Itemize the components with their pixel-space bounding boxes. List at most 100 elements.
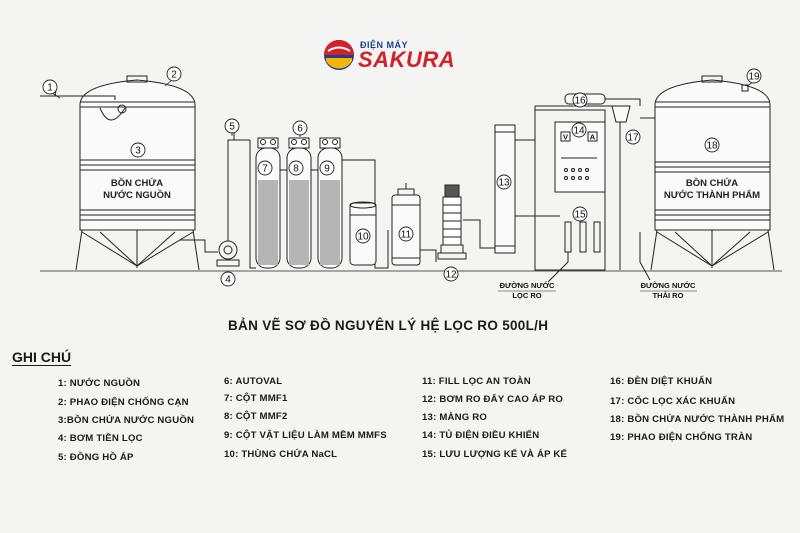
legend-item-7: 7: CỘT MMF1 bbox=[224, 393, 288, 404]
marker-circle bbox=[257, 160, 273, 176]
legend-item-1: 1: NƯỚC NGUỒN bbox=[58, 378, 141, 389]
legend-item-10: 10: THÙNG CHỨA NaCL bbox=[224, 449, 338, 460]
column-mmf2 bbox=[286, 137, 312, 269]
legend-item-12: 12: BƠM RO ĐẨY CAO ÁP RO bbox=[422, 394, 564, 405]
marker-number: 19 bbox=[748, 72, 760, 83]
diagram-title: BẢN VẼ SƠ ĐỒ NGUYÊN LÝ HỆ LỌC RO 500L/H bbox=[228, 318, 549, 333]
marker-number: 4 bbox=[225, 275, 231, 286]
marker-7: 7 bbox=[257, 160, 273, 176]
marker-number: 15 bbox=[574, 210, 586, 221]
ro-outlet-label-1: ĐƯỜNG NƯỚC bbox=[500, 281, 555, 290]
marker-3: 3 bbox=[130, 142, 146, 158]
marker-16: 16 bbox=[572, 92, 588, 108]
marker-1: 1 bbox=[42, 79, 58, 95]
marker-circle bbox=[704, 137, 720, 153]
marker-6: 6 bbox=[292, 120, 308, 136]
legend-item-3: 3:BỒN CHỨA NƯỚC NGUỒN bbox=[58, 415, 195, 426]
column-mmf1 bbox=[255, 137, 281, 269]
ro-waste-outlet bbox=[639, 232, 651, 281]
marker-number: 9 bbox=[324, 164, 330, 175]
product-tank-label-2: NƯỚC THÀNH PHẨM bbox=[664, 189, 760, 201]
voltmeter-label: V bbox=[563, 133, 568, 142]
ammeter-label: A bbox=[590, 133, 596, 142]
raw-tank-label-1: BỒN CHỨA bbox=[111, 177, 163, 189]
marker-19: 19 bbox=[746, 68, 762, 84]
marker-number: 18 bbox=[706, 141, 718, 152]
marker-8: 8 bbox=[288, 160, 304, 176]
legend-item-2: 2: PHAO ĐIỆN CHỐNG CẠN bbox=[58, 397, 189, 408]
marker-circle bbox=[130, 142, 146, 158]
marker-17: 17 bbox=[625, 129, 641, 145]
marker-number: 6 bbox=[297, 124, 303, 135]
marker-circle bbox=[443, 266, 459, 282]
marker-circle bbox=[572, 206, 588, 222]
marker-13: 13 bbox=[496, 174, 512, 190]
marker-10: 10 bbox=[355, 228, 371, 244]
logo-brand: SAKURA bbox=[358, 47, 456, 72]
pump-discharge-pipe bbox=[227, 139, 250, 241]
marker-number: 14 bbox=[573, 126, 585, 137]
ro-water-outlet bbox=[547, 252, 569, 283]
control-cabinet bbox=[534, 109, 606, 271]
marker-number: 8 bbox=[293, 164, 299, 175]
legend-item-11: 11: FILL LỌC AN TOÀN bbox=[422, 376, 531, 387]
marker-number: 1 bbox=[47, 83, 53, 94]
source-inlet-pipe bbox=[40, 95, 116, 100]
marker-circle bbox=[166, 66, 182, 82]
ro-outlet-label-2: LỌC RO bbox=[512, 291, 541, 300]
marker-circle bbox=[220, 271, 236, 287]
marker-circle bbox=[319, 160, 335, 176]
marker-circle bbox=[746, 68, 762, 84]
legend-item-13: 13: MÀNG RO bbox=[422, 412, 488, 423]
marker-15: 15 bbox=[572, 206, 588, 222]
marker-number: 17 bbox=[627, 133, 639, 144]
legend-item-19: 19: PHAO ĐIỆN CHỐNG TRÀN bbox=[610, 432, 753, 443]
marker-circle bbox=[224, 118, 240, 134]
legend-heading: GHI CHÚ bbox=[12, 349, 72, 365]
marker-5: 5 bbox=[224, 118, 240, 134]
legend-item-15: 15: LƯU LƯỢNG KẾ VÀ ÁP KẾ bbox=[422, 449, 568, 460]
marker-14: 14 bbox=[571, 122, 587, 138]
marker-number: 7 bbox=[262, 164, 268, 175]
logo-tagline: ĐIỆN MÁY bbox=[360, 40, 409, 50]
marker-9: 9 bbox=[319, 160, 335, 176]
raw-water-tank bbox=[75, 75, 218, 271]
marker-12: 12 bbox=[443, 266, 459, 282]
marker-circle bbox=[571, 122, 587, 138]
legend-item-4: 4: BƠM TIỀN LỌC bbox=[58, 433, 143, 444]
marker-circle bbox=[292, 120, 308, 136]
marker-circle bbox=[288, 160, 304, 176]
marker-circle bbox=[625, 129, 641, 145]
legend-item-5: 5: ĐỒNG HỒ ÁP bbox=[58, 452, 134, 463]
marker-number: 13 bbox=[498, 178, 510, 189]
marker-number: 2 bbox=[171, 70, 177, 81]
waste-outlet-label-1: ĐƯỜNG NƯỚC bbox=[641, 281, 696, 290]
waste-outlet-label-2: THẢI RO bbox=[653, 291, 684, 300]
marker-2: 2 bbox=[166, 66, 182, 82]
marker-circle bbox=[496, 174, 512, 190]
bacteria-filter-cup bbox=[611, 105, 631, 123]
marker-number: 16 bbox=[574, 96, 586, 107]
product-water-tank bbox=[650, 75, 775, 271]
marker-number: 5 bbox=[229, 122, 235, 133]
marker-11: 11 bbox=[398, 226, 414, 242]
legend-item-16: 16: ĐÈN DIỆT KHUẨN bbox=[610, 376, 713, 387]
marker-number: 11 bbox=[401, 230, 412, 241]
pretreatment-pump bbox=[216, 240, 240, 267]
marker-circle bbox=[572, 92, 588, 108]
marker-number: 3 bbox=[135, 146, 141, 157]
legend-item-8: 8: CỘT MMF2 bbox=[224, 411, 288, 422]
raw-tank-label-2: NƯỚC NGUỒN bbox=[103, 189, 171, 201]
legend-item-9: 9: CỘT VẬT LIỆU LÀM MỀM MMFS bbox=[224, 430, 387, 441]
marker-circle bbox=[355, 228, 371, 244]
legend-item-14: 14: TỦ ĐIỆN ĐIỀU KHIỂN bbox=[422, 430, 540, 441]
legend-item-6: 6: AUTOVAL bbox=[224, 376, 283, 387]
sakura-logo-mark bbox=[324, 40, 354, 70]
marker-circle bbox=[398, 226, 414, 242]
legend-item-17: 17: CỐC LỌC XÁC KHUẨN bbox=[610, 396, 736, 407]
column-mmfs bbox=[317, 137, 343, 269]
marker-18: 18 bbox=[704, 137, 720, 153]
product-tank-label-1: BỒN CHỨA bbox=[686, 177, 738, 189]
ro-high-pressure-pump bbox=[437, 184, 467, 260]
